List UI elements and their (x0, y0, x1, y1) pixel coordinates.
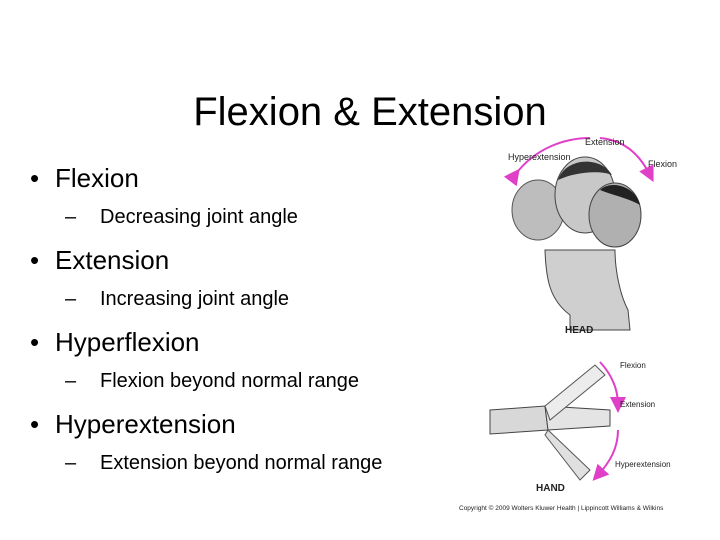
label-head-hyperextension: Hyperextension (508, 152, 571, 162)
sub-bullet-hyperextension: – Extension beyond normal range (30, 450, 390, 476)
dash-icon: – (65, 206, 77, 228)
label-head-extension: Extension (585, 137, 625, 147)
anatomy-figure: Hyperextension Extension Flexion HEAD Fl… (450, 130, 720, 520)
sub-bullet-label: Extension beyond normal range (100, 452, 383, 474)
label-hand-extension: Extension (620, 400, 655, 409)
hand-illustration (489, 361, 626, 481)
head-illustration (503, 137, 654, 331)
dash-icon: – (65, 370, 77, 392)
bullet-label: Hyperflexion (55, 327, 200, 357)
hand-caption: HAND (536, 483, 565, 494)
bullet-icon: • (30, 327, 40, 357)
label-hand-hyperextension: Hyperextension (615, 460, 671, 469)
bullet-icon: • (30, 163, 40, 193)
bullet-list: • Flexion – Decreasing joint angle • Ext… (30, 160, 450, 476)
sub-bullet-hyperflexion: – Flexion beyond normal range (30, 368, 360, 394)
anatomy-illustration: Hyperextension Extension Flexion HEAD Fl… (459, 137, 677, 512)
bullet-hyperflexion: • Hyperflexion (30, 326, 450, 358)
sub-bullet-extension: – Increasing joint angle (30, 286, 450, 312)
slide-title: Flexion & Extension (193, 90, 547, 134)
bullet-label: Flexion (55, 163, 139, 193)
head-caption: HEAD (565, 325, 593, 336)
bullet-label: Extension (55, 245, 170, 275)
label-head-flexion: Flexion (648, 159, 677, 169)
label-hand-flexion: Flexion (620, 361, 646, 370)
dash-icon: – (65, 452, 77, 474)
bullet-label: Hyperextension (55, 409, 236, 439)
sub-bullet-label: Flexion beyond normal range (100, 370, 360, 392)
bullet-extension: • Extension (30, 244, 450, 276)
copyright-text: Copyright © 2009 Wolters Kluwer Health |… (459, 504, 664, 512)
sub-bullet-label: Decreasing joint angle (100, 206, 298, 228)
bullet-icon: • (30, 245, 40, 275)
bullet-hyperextension: • Hyperextension (30, 408, 450, 440)
sub-bullet-flexion: – Decreasing joint angle (30, 204, 450, 230)
dash-icon: – (65, 288, 77, 310)
bullet-icon: • (30, 409, 40, 439)
bullet-flexion: • Flexion (30, 162, 450, 194)
sub-bullet-label: Increasing joint angle (100, 288, 290, 310)
